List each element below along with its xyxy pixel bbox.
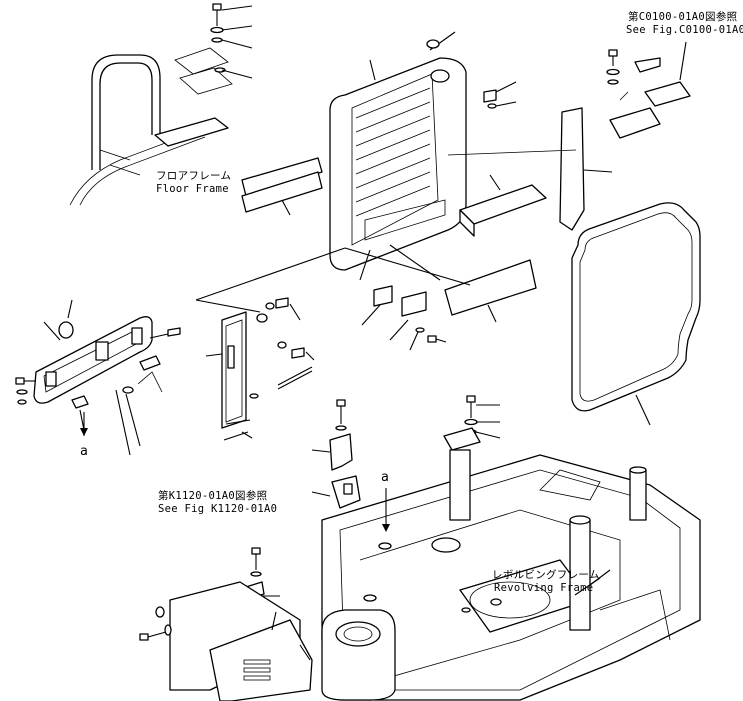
grille-clips: [426, 39, 517, 109]
bracket-top-right: [606, 41, 691, 139]
leader-lines: [195, 244, 471, 313]
revolving-frame: [321, 449, 701, 701]
revolving-frame-label-en: Revolving Frame: [494, 582, 594, 594]
ref-k1120-label-jp: 第K1120-01A0図参照: [158, 490, 268, 502]
bracket-right-center: [443, 395, 501, 451]
side-panel-left: [15, 299, 181, 456]
window-seal: [571, 202, 701, 426]
floor-frame-label-en: Floor Frame: [156, 183, 229, 195]
arrow-a-center: [382, 524, 390, 532]
ref-c0100-label-en: See Fig.C0100-01A0: [626, 24, 743, 36]
revolving-frame-label-jp: レボルビングフレーム: [492, 569, 600, 581]
cover-bottom-left: [139, 547, 313, 701]
small-blocks: [361, 285, 447, 351]
view-mark-a-center: a: [381, 470, 390, 485]
grille-slats: [355, 87, 431, 217]
reference-arrows: [83, 412, 601, 596]
bolt-stack-top-left: [210, 3, 253, 79]
foam-pad-center: [459, 174, 547, 237]
hinge-assembly: [205, 297, 315, 441]
grille-cover: [329, 31, 467, 271]
bracket-center: [311, 399, 361, 509]
view-mark-a-left: a: [80, 444, 89, 459]
floor-frame-label-jp: フロアフレーム: [156, 170, 232, 182]
ref-c0100-label-jp: 第C0100-01A0図参照: [628, 11, 738, 23]
seal-strip: [447, 107, 613, 231]
ref-k1120-label-en: See Fig K1120-01A0: [158, 503, 278, 515]
handrail-assembly: [69, 47, 233, 206]
foam-pad-lower: [444, 259, 537, 323]
foam-pad-left: [241, 157, 323, 216]
